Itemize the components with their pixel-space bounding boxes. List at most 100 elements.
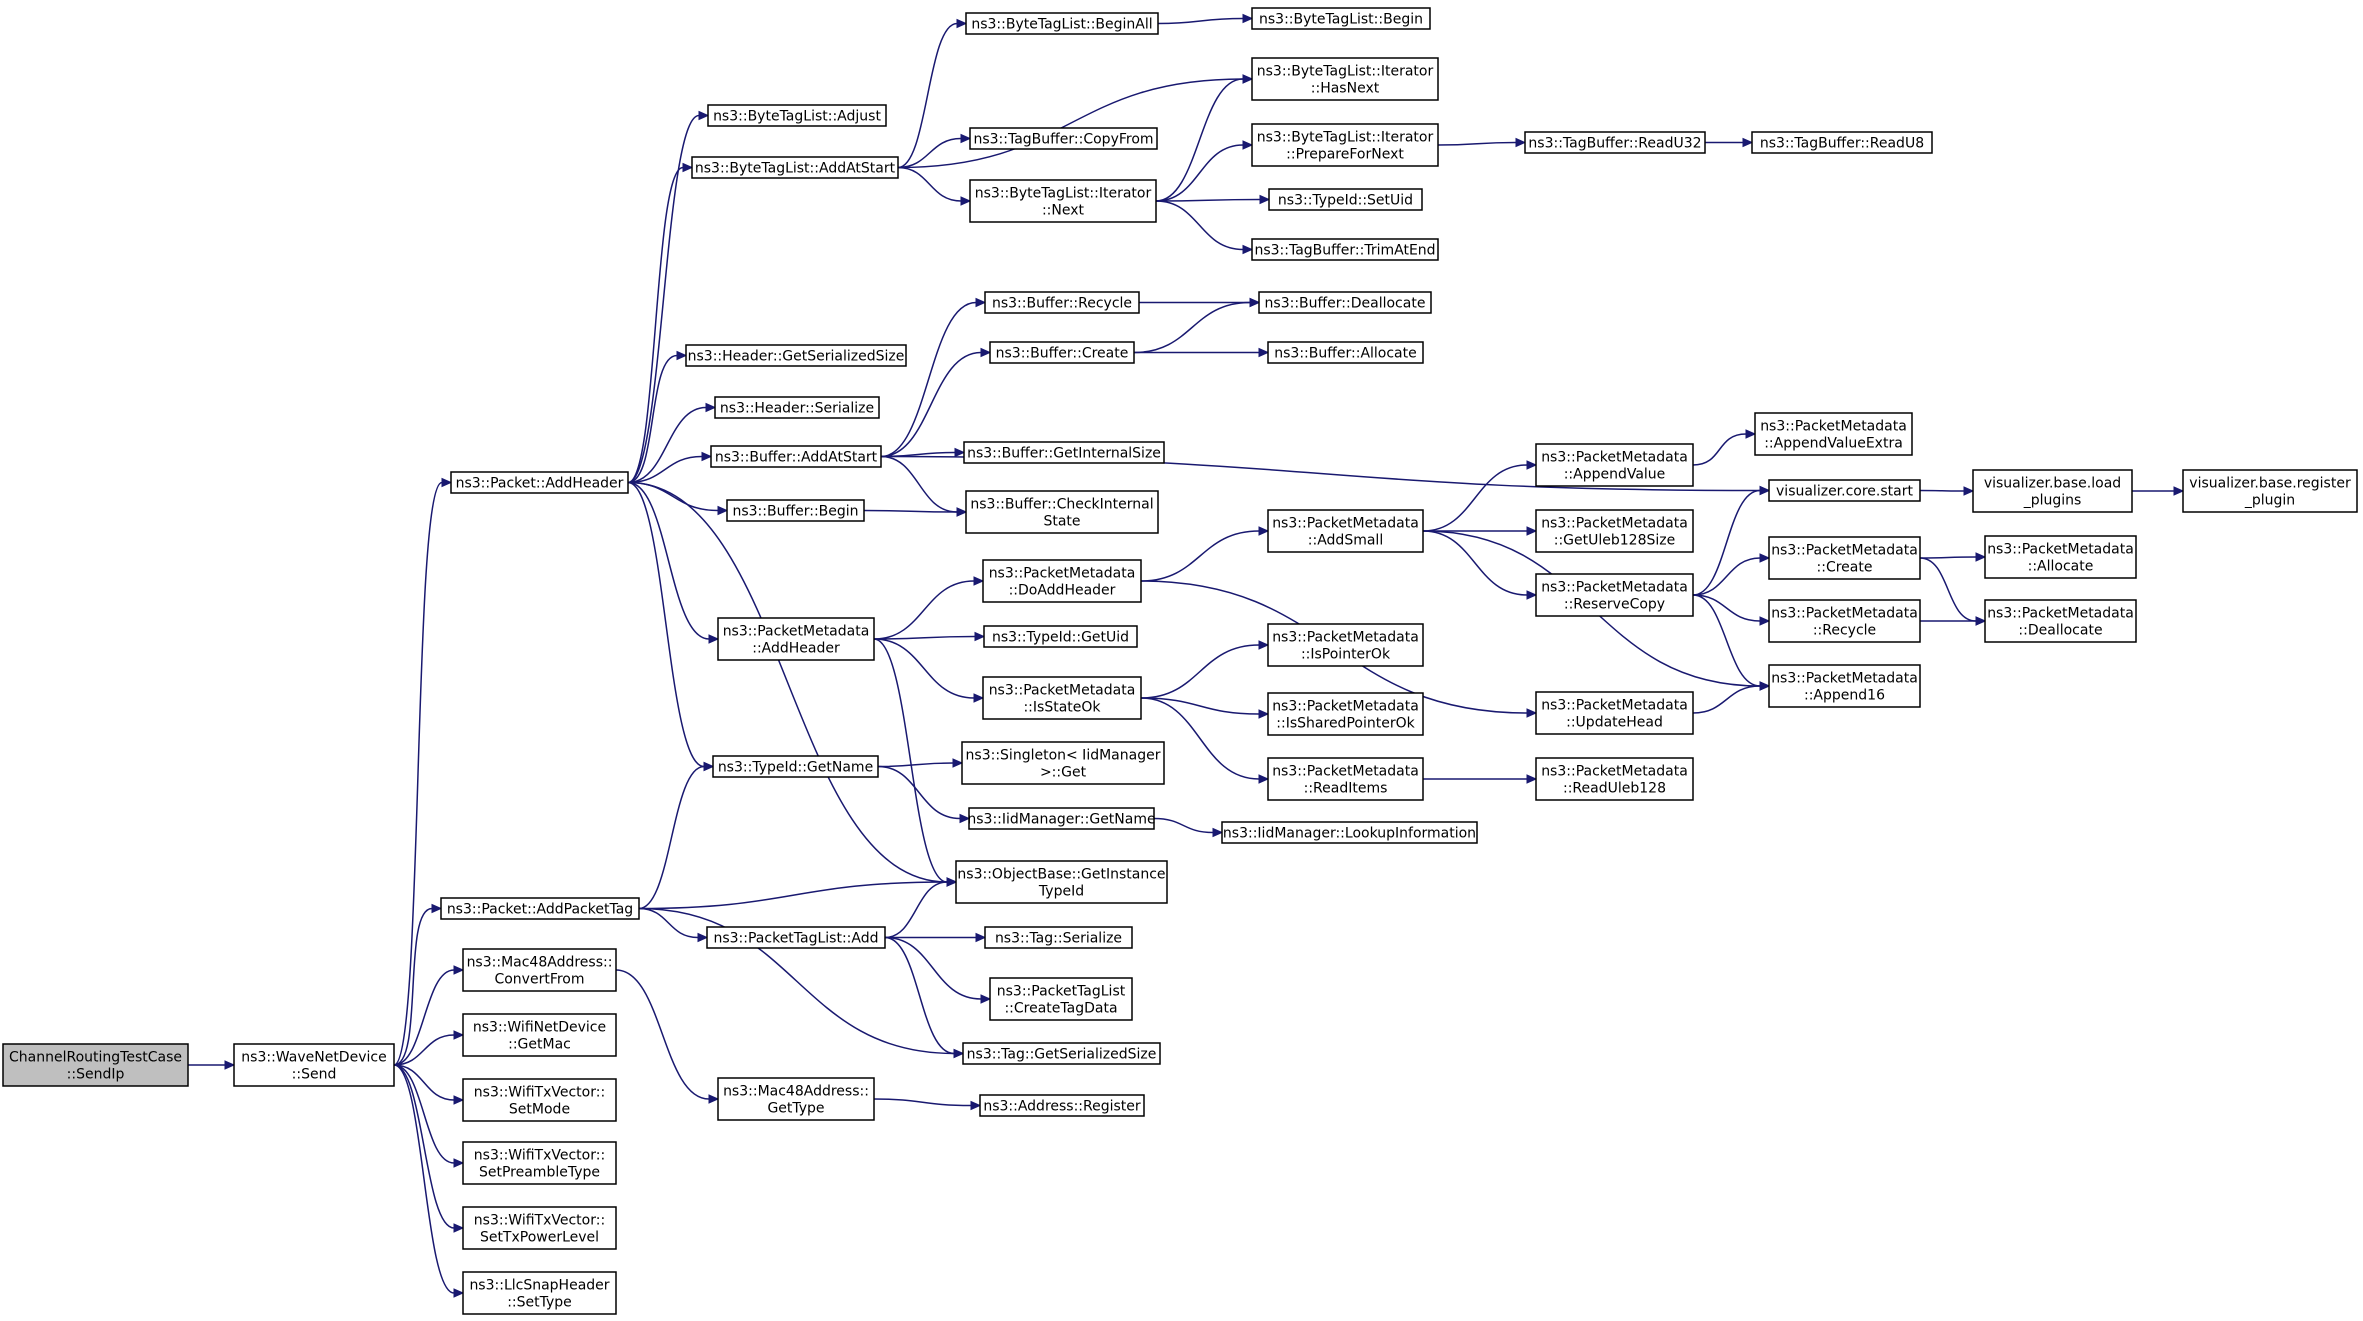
- node-typeidgetuid[interactable]: ns3::TypeId::GetUid: [983, 625, 1138, 648]
- edge-path: [627, 481, 948, 883]
- node-label: ns3::ByteTagList::Begin: [1259, 12, 1423, 28]
- node-bufcreate[interactable]: ns3::Buffer::Create: [989, 341, 1135, 364]
- node-pmupdatehead[interactable]: ns3::PacketMetadata::UpdateHead: [1535, 691, 1694, 735]
- node-vizstart[interactable]: visualizer.core.start: [1768, 479, 1921, 502]
- arrowhead-icon: [953, 1048, 965, 1059]
- call-edge: [873, 631, 986, 642]
- node-label: ns3::Buffer::Begin: [732, 504, 858, 520]
- node-vizreg[interactable]: visualizer.base.register_plugin: [2182, 469, 2358, 513]
- node-pmisshared[interactable]: ns3::PacketMetadata::IsSharedPointerOk: [1267, 692, 1424, 736]
- node-addpackettag[interactable]: ns3::Packet::AddPacketTag: [440, 897, 640, 920]
- node-pmappendextra[interactable]: ns3::PacketMetadata::AppendValueExtra: [1754, 412, 1913, 456]
- node-label: ::HasNext: [1311, 81, 1380, 97]
- call-edge: [863, 507, 968, 517]
- node-pmisstateok[interactable]: ns3::PacketMetadata::IsStateOk: [982, 676, 1142, 720]
- node-setmode[interactable]: ns3::WifiTxVector::SetMode: [462, 1078, 617, 1122]
- edge-path: [393, 907, 433, 1066]
- node-pmappendvalue[interactable]: ns3::PacketMetadata::AppendValue: [1535, 443, 1694, 487]
- node-label: ns3::TagBuffer::ReadU32: [1528, 136, 1701, 152]
- call-edge: [897, 18, 968, 169]
- node-typeidgetname[interactable]: ns3::TypeId::GetName: [712, 755, 879, 778]
- node-bufbegin[interactable]: ns3::Buffer::Begin: [726, 499, 865, 522]
- node-bufrecycle[interactable]: ns3::Buffer::Recycle: [984, 291, 1140, 314]
- node-tbcopyfrom[interactable]: ns3::TagBuffer::CopyFrom: [969, 127, 1158, 150]
- edge-path: [1692, 489, 1761, 596]
- node-pmappend16[interactable]: ns3::PacketMetadata::Append16: [1768, 664, 1921, 708]
- node-tbreadu8[interactable]: ns3::TagBuffer::ReadU8: [1751, 131, 1933, 154]
- node-box: [1751, 131, 1933, 154]
- node-setpreamble[interactable]: ns3::WifiTxVector::SetPreambleType: [462, 1141, 617, 1185]
- node-pmrecycle[interactable]: ns3::PacketMetadata::Recycle: [1768, 599, 1921, 643]
- edge-path: [897, 78, 1244, 169]
- node-tbreadu32[interactable]: ns3::TagBuffer::ReadU32: [1524, 131, 1706, 154]
- node-ptladd[interactable]: ns3::PacketTagList::Add: [706, 926, 886, 949]
- node-bufgetinternal[interactable]: ns3::Buffer::GetInternalSize: [963, 441, 1165, 464]
- edge-path: [873, 638, 975, 699]
- node-label: ns3::PacketMetadata: [989, 683, 1136, 699]
- node-pmreservecopy[interactable]: ns3::PacketMetadata::ReserveCopy: [1535, 573, 1694, 617]
- node-iidlookup[interactable]: ns3::IidManager::LookupInformation: [1221, 821, 1478, 844]
- node-pmreaduleb[interactable]: ns3::PacketMetadata::ReadUleb128: [1535, 757, 1694, 801]
- node-box: [1267, 757, 1424, 801]
- node-sendip[interactable]: ChannelRoutingTestCase::SendIp: [2, 1043, 189, 1087]
- edge-path: [1157, 17, 1244, 25]
- node-hdrsize[interactable]: ns3::Header::GetSerializedSize: [685, 344, 907, 367]
- node-pmispointer[interactable]: ns3::PacketMetadata::IsPointerOk: [1267, 623, 1424, 667]
- node-label: ns3::PacketMetadata: [1987, 542, 2134, 558]
- node-wavesend[interactable]: ns3::WaveNetDevice::Send: [233, 1043, 395, 1087]
- node-btliprepare[interactable]: ns3::ByteTagList::Iterator::PrepareForNe…: [1251, 123, 1439, 167]
- node-tbtrim[interactable]: ns3::TagBuffer::TrimAtEnd: [1251, 238, 1439, 261]
- node-pmaddsmall[interactable]: ns3::PacketMetadata::AddSmall: [1267, 509, 1424, 553]
- node-addheader[interactable]: ns3::Packet::AddHeader: [450, 471, 629, 494]
- node-hdrser[interactable]: ns3::Header::Serialize: [714, 396, 880, 419]
- node-btlbeginall[interactable]: ns3::ByteTagList::BeginAll: [965, 12, 1159, 35]
- call-edge: [2131, 486, 2185, 496]
- node-taggetsize[interactable]: ns3::Tag::GetSerializedSize: [962, 1042, 1161, 1065]
- node-singletonget[interactable]: ns3::Singleton< IidManager >::Get: [961, 741, 1165, 785]
- node-btladdatstart[interactable]: ns3::ByteTagList::AddAtStart: [691, 156, 899, 179]
- node-box: [691, 156, 899, 179]
- call-edge: [1140, 697, 1270, 784]
- edge-path: [1692, 594, 1761, 687]
- node-typeidsetuid[interactable]: ns3::TypeId::SetUid: [1268, 188, 1423, 211]
- node-pmallocate[interactable]: ns3::PacketMetadata::Allocate: [1984, 535, 2137, 579]
- node-label: ns3::TypeId::GetName: [718, 760, 873, 776]
- node-llcsettype[interactable]: ns3::LlcSnapHeader::SetType: [462, 1271, 617, 1315]
- call-edge: [1140, 526, 1270, 582]
- node-label: ns3::Buffer::CheckInternal: [970, 497, 1153, 513]
- node-box: [984, 291, 1140, 314]
- node-tagser[interactable]: ns3::Tag::Serialize: [984, 926, 1133, 949]
- node-label: ns3::TagBuffer::TrimAtEnd: [1254, 243, 1435, 259]
- node-pmcreate[interactable]: ns3::PacketMetadata::Create: [1768, 536, 1921, 580]
- node-box: [1768, 664, 1921, 708]
- node-pmreaditems[interactable]: ns3::PacketMetadata::ReadItems: [1267, 757, 1424, 801]
- node-iidgetname[interactable]: ns3::IidManager::GetName: [967, 807, 1156, 830]
- edge-path: [393, 1064, 455, 1101]
- node-bufaddatstart[interactable]: ns3::Buffer::AddAtStart: [710, 445, 882, 468]
- node-pmdoaddheader[interactable]: ns3::PacketMetadata::DoAddHeader: [982, 559, 1142, 603]
- node-convertfrom[interactable]: ns3::Mac48Address::ConvertFrom: [462, 948, 617, 992]
- node-pmaddheader[interactable]: ns3::PacketMetadata::AddHeader: [717, 617, 875, 661]
- arrowhead-icon: [1258, 640, 1270, 650]
- node-label: ns3::PacketMetadata: [989, 566, 1136, 582]
- node-ptlcreate[interactable]: ns3::PacketTagList::CreateTagData: [989, 977, 1133, 1021]
- node-bufalloc[interactable]: ns3::Buffer::Allocate: [1267, 341, 1424, 364]
- node-box: [2182, 469, 2358, 513]
- node-btlbegin[interactable]: ns3::ByteTagList::Begin: [1251, 7, 1431, 30]
- node-btlinext[interactable]: ns3::ByteTagList::Iterator::Next: [969, 179, 1157, 223]
- node-box: [983, 625, 1138, 648]
- edge-path: [880, 455, 958, 513]
- node-btladjust[interactable]: ns3::ByteTagList::Adjust: [707, 104, 887, 127]
- node-pmgetuleb[interactable]: ns3::PacketMetadata::GetUleb128Size: [1535, 509, 1694, 553]
- node-getmac[interactable]: ns3::WifiNetDevice::GetMac: [462, 1013, 617, 1057]
- node-addrreg[interactable]: ns3::Address::Register: [979, 1094, 1145, 1117]
- edge-path: [393, 1064, 455, 1294]
- node-bufdealloc[interactable]: ns3::Buffer::Deallocate: [1258, 291, 1432, 314]
- node-settxpower[interactable]: ns3::WifiTxVector::SetTxPowerLevel: [462, 1206, 617, 1250]
- node-btlihasnext[interactable]: ns3::ByteTagList::Iterator::HasNext: [1251, 57, 1439, 101]
- node-macgettype[interactable]: ns3::Mac48Address::GetType: [717, 1077, 875, 1121]
- node-vizload[interactable]: visualizer.base.load_plugins: [1972, 469, 2133, 513]
- node-pmdealloc[interactable]: ns3::PacketMetadata::Deallocate: [1984, 599, 2137, 643]
